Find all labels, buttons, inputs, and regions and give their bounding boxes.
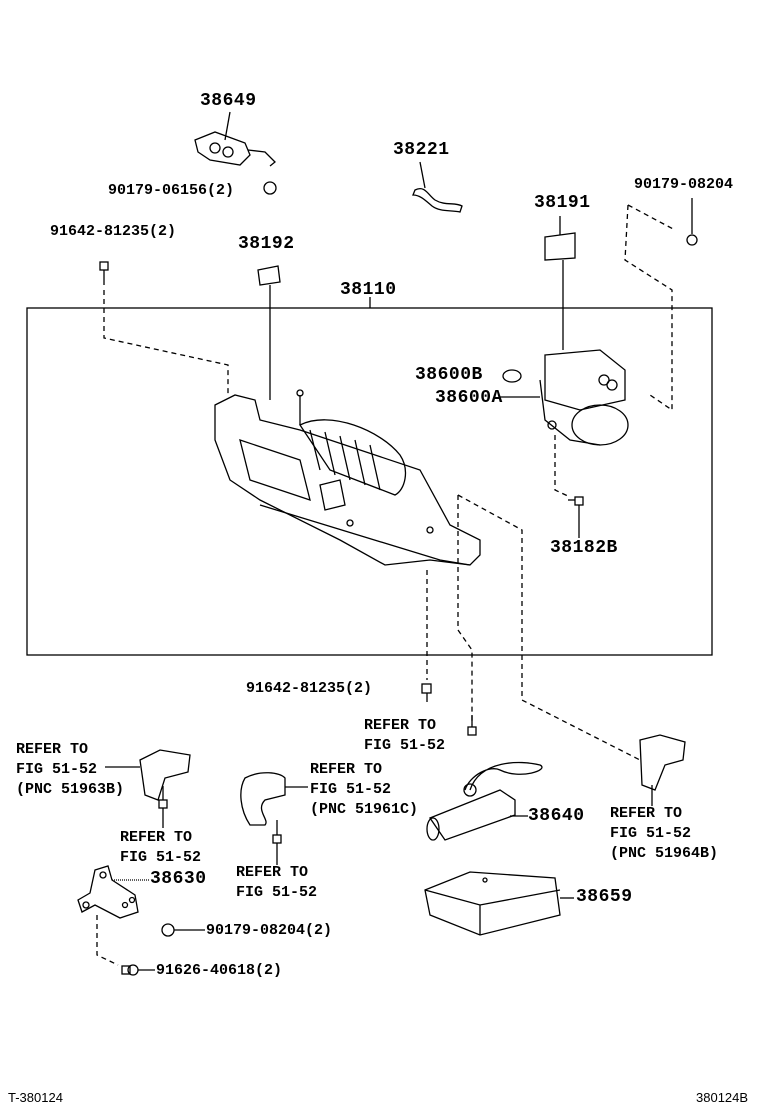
part-number-38649: 38649 — [200, 91, 257, 111]
stud-mid — [272, 820, 282, 844]
reference-51964B: REFER TO FIG 51-52 (PNC 51964B) — [610, 804, 718, 864]
assembly-38110-frame — [26, 307, 713, 656]
stud-left — [158, 786, 168, 809]
reference-51963B: REFER TO FIG 51-52 (PNC 51963B) — [16, 740, 124, 800]
reference-line: REFER TO — [310, 761, 383, 778]
part-38191-pad — [544, 232, 576, 261]
bolt-38182B — [568, 496, 584, 506]
part-number-38182B: 38182B — [550, 538, 618, 558]
reference-line: (PNC 51961C) — [310, 801, 419, 818]
part-number-91642-81235-mid: 91642-81235(2) — [246, 680, 373, 697]
bracket-51964B — [639, 734, 686, 791]
part-number-38600B: 38600B — [415, 365, 483, 385]
reference-line: FIG 51-52 — [364, 737, 446, 754]
reference-line: REFER TO — [16, 741, 89, 758]
reference-line: FIG 51-52 — [16, 761, 98, 778]
reference-line: FIG 51-52 — [310, 781, 392, 798]
part-38600B-o-ring — [502, 369, 522, 383]
reference-line: (PNC 51963B) — [16, 781, 125, 798]
part-38192-pad — [257, 265, 281, 286]
part-number-38630: 38630 — [150, 869, 207, 889]
bracket-51961C — [240, 772, 286, 826]
reference-line: REFER TO — [364, 717, 437, 734]
part-number-90179-08204-bottom: 90179-08204(2) — [206, 922, 333, 939]
part-number-38221: 38221 — [393, 140, 450, 160]
part-number-38600A: 38600A — [435, 388, 503, 408]
part-38630-relay — [77, 865, 139, 919]
part-number-38192: 38192 — [238, 234, 295, 254]
reference-line: FIG 51-52 — [236, 884, 318, 901]
bolt-91626 — [121, 964, 139, 976]
part-38640-switch — [426, 761, 543, 841]
part-number-38640: 38640 — [528, 806, 585, 826]
nut-bottom — [161, 923, 175, 937]
part-number-90179-08204-top: 90179-08204 — [634, 176, 734, 193]
bolt-top-left — [99, 261, 109, 285]
reference-line: REFER TO — [610, 805, 683, 822]
reference-line: FIG 51-52 — [120, 849, 202, 866]
reference-line: REFER TO — [236, 864, 309, 881]
bracket-51963B — [139, 749, 191, 801]
part-38600A-motor — [539, 349, 629, 446]
part-number-38659: 38659 — [576, 887, 633, 907]
part-number-38110: 38110 — [340, 280, 397, 300]
bolt-refer-center — [467, 715, 477, 736]
footer-left-code: T-380124 — [8, 1090, 63, 1105]
part-number-91642-81235-top: 91642-81235(2) — [50, 223, 177, 240]
reference-51961C: REFER TO FIG 51-52 (PNC 51961C) — [310, 760, 418, 820]
part-38659-case — [424, 871, 561, 936]
reference-center: REFER TO FIG 51-52 — [364, 716, 445, 756]
part-number-38191: 38191 — [534, 193, 591, 213]
part-38649-bracket — [194, 111, 277, 195]
footer-right-code: 380124B — [696, 1090, 749, 1105]
part-38110-actuator-assembly — [214, 389, 481, 566]
reference-line: (PNC 51964B) — [610, 845, 719, 862]
part-38221-hose — [412, 188, 463, 213]
part-number-90179-06156: 90179-06156(2) — [108, 182, 235, 199]
reference-line: REFER TO — [120, 829, 193, 846]
reference-mid-bolt: REFER TO FIG 51-52 — [236, 863, 317, 903]
part-number-91626-40618: 91626-40618(2) — [156, 962, 283, 979]
nut-icon — [686, 234, 698, 246]
bolt-mid — [421, 683, 432, 702]
reference-line: FIG 51-52 — [610, 825, 692, 842]
reference-left-bolt: REFER TO FIG 51-52 — [120, 828, 201, 868]
